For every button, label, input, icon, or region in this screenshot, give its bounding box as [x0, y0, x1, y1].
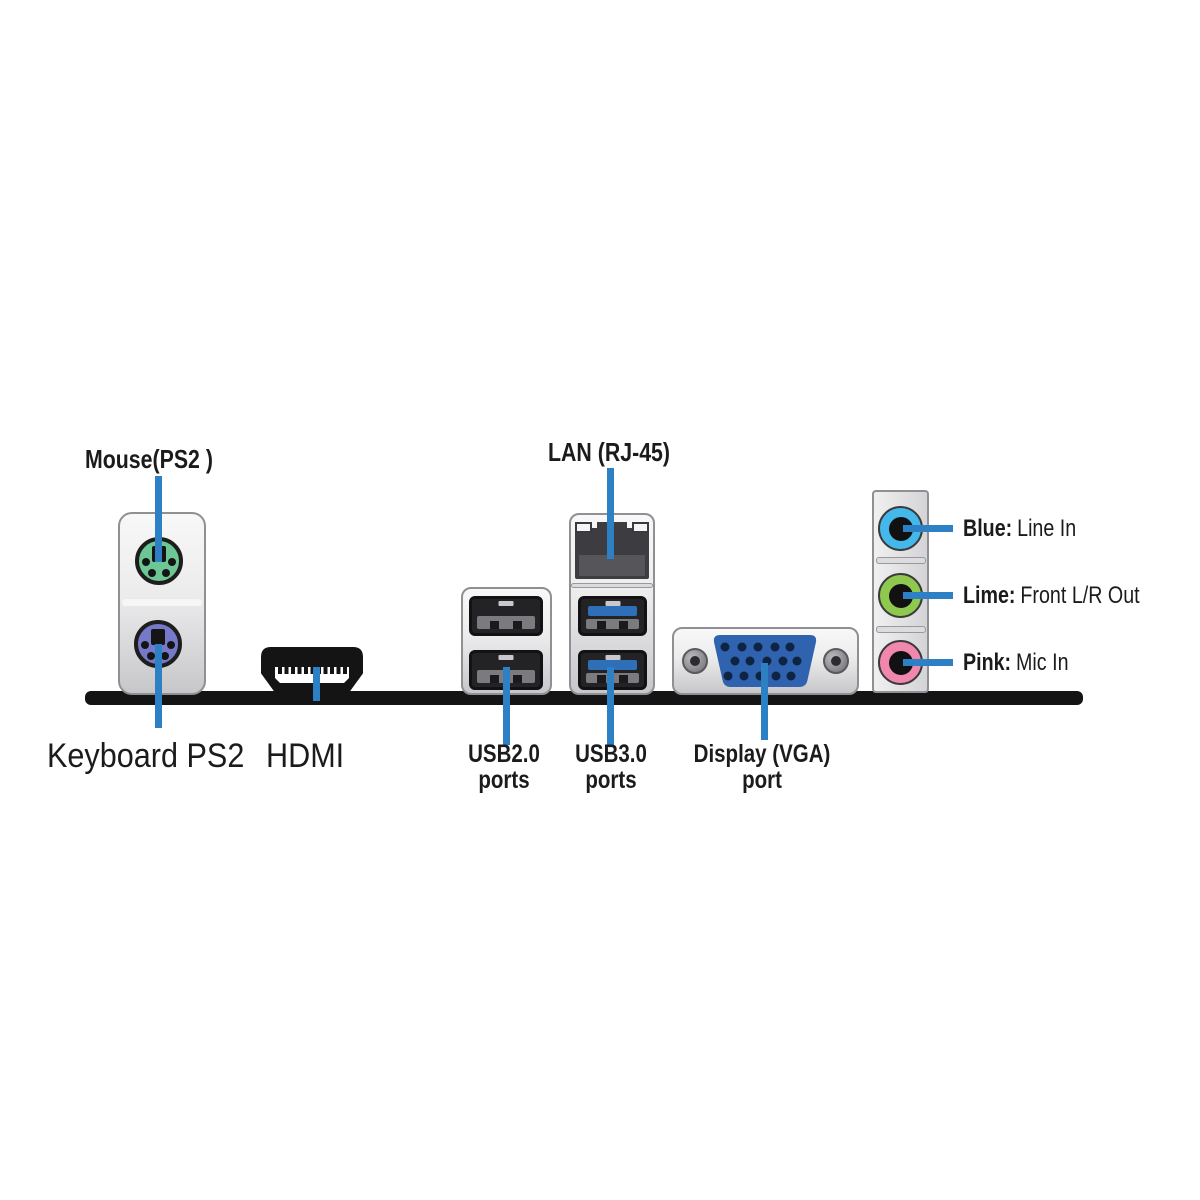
usb3-port-top-icon [578, 596, 647, 636]
vga-screw-right-icon [823, 648, 849, 674]
usb2-port-top-icon [469, 596, 543, 636]
audio-divider-2 [876, 626, 926, 633]
line-out-label: Lime:Front L/R Out [963, 582, 1140, 609]
keyboard-ps2-label: Keyboard PS2 [47, 737, 245, 775]
vga-leader-line [761, 663, 768, 740]
mouse-ps2-label: Mouse(PS2 ) [85, 444, 213, 474]
line-in-label: Blue:Line In [963, 515, 1077, 542]
lan-leader-line [607, 468, 614, 559]
lan-label: LAN (RJ-45) [548, 437, 671, 467]
housing-divider [571, 583, 653, 588]
vga-label: Display (VGA) port [693, 740, 831, 794]
usb2-leader-line [503, 667, 510, 745]
usb3-label: USB3.0 ports [575, 740, 647, 794]
mic-in-leader-line [903, 659, 953, 666]
vga-port-icon [713, 635, 817, 687]
vga-screw-left-icon [682, 648, 708, 674]
usb2-label: USB2.0 ports [468, 740, 540, 794]
hdmi-leader-line [313, 667, 320, 701]
audio-divider-1 [876, 557, 926, 564]
line-out-leader-line [903, 592, 953, 599]
mic-in-label: Pink:Mic In [963, 649, 1069, 676]
hdmi-port-icon [261, 647, 363, 696]
line-in-leader-line [903, 525, 953, 532]
ps2-housing-seam [122, 599, 202, 606]
mouse-ps2-port-icon [135, 537, 183, 585]
hdmi-label: HDMI [266, 737, 345, 775]
usb3-leader-line [607, 667, 614, 745]
mouse-leader-line [155, 476, 162, 562]
keyboard-leader-line [155, 644, 162, 728]
